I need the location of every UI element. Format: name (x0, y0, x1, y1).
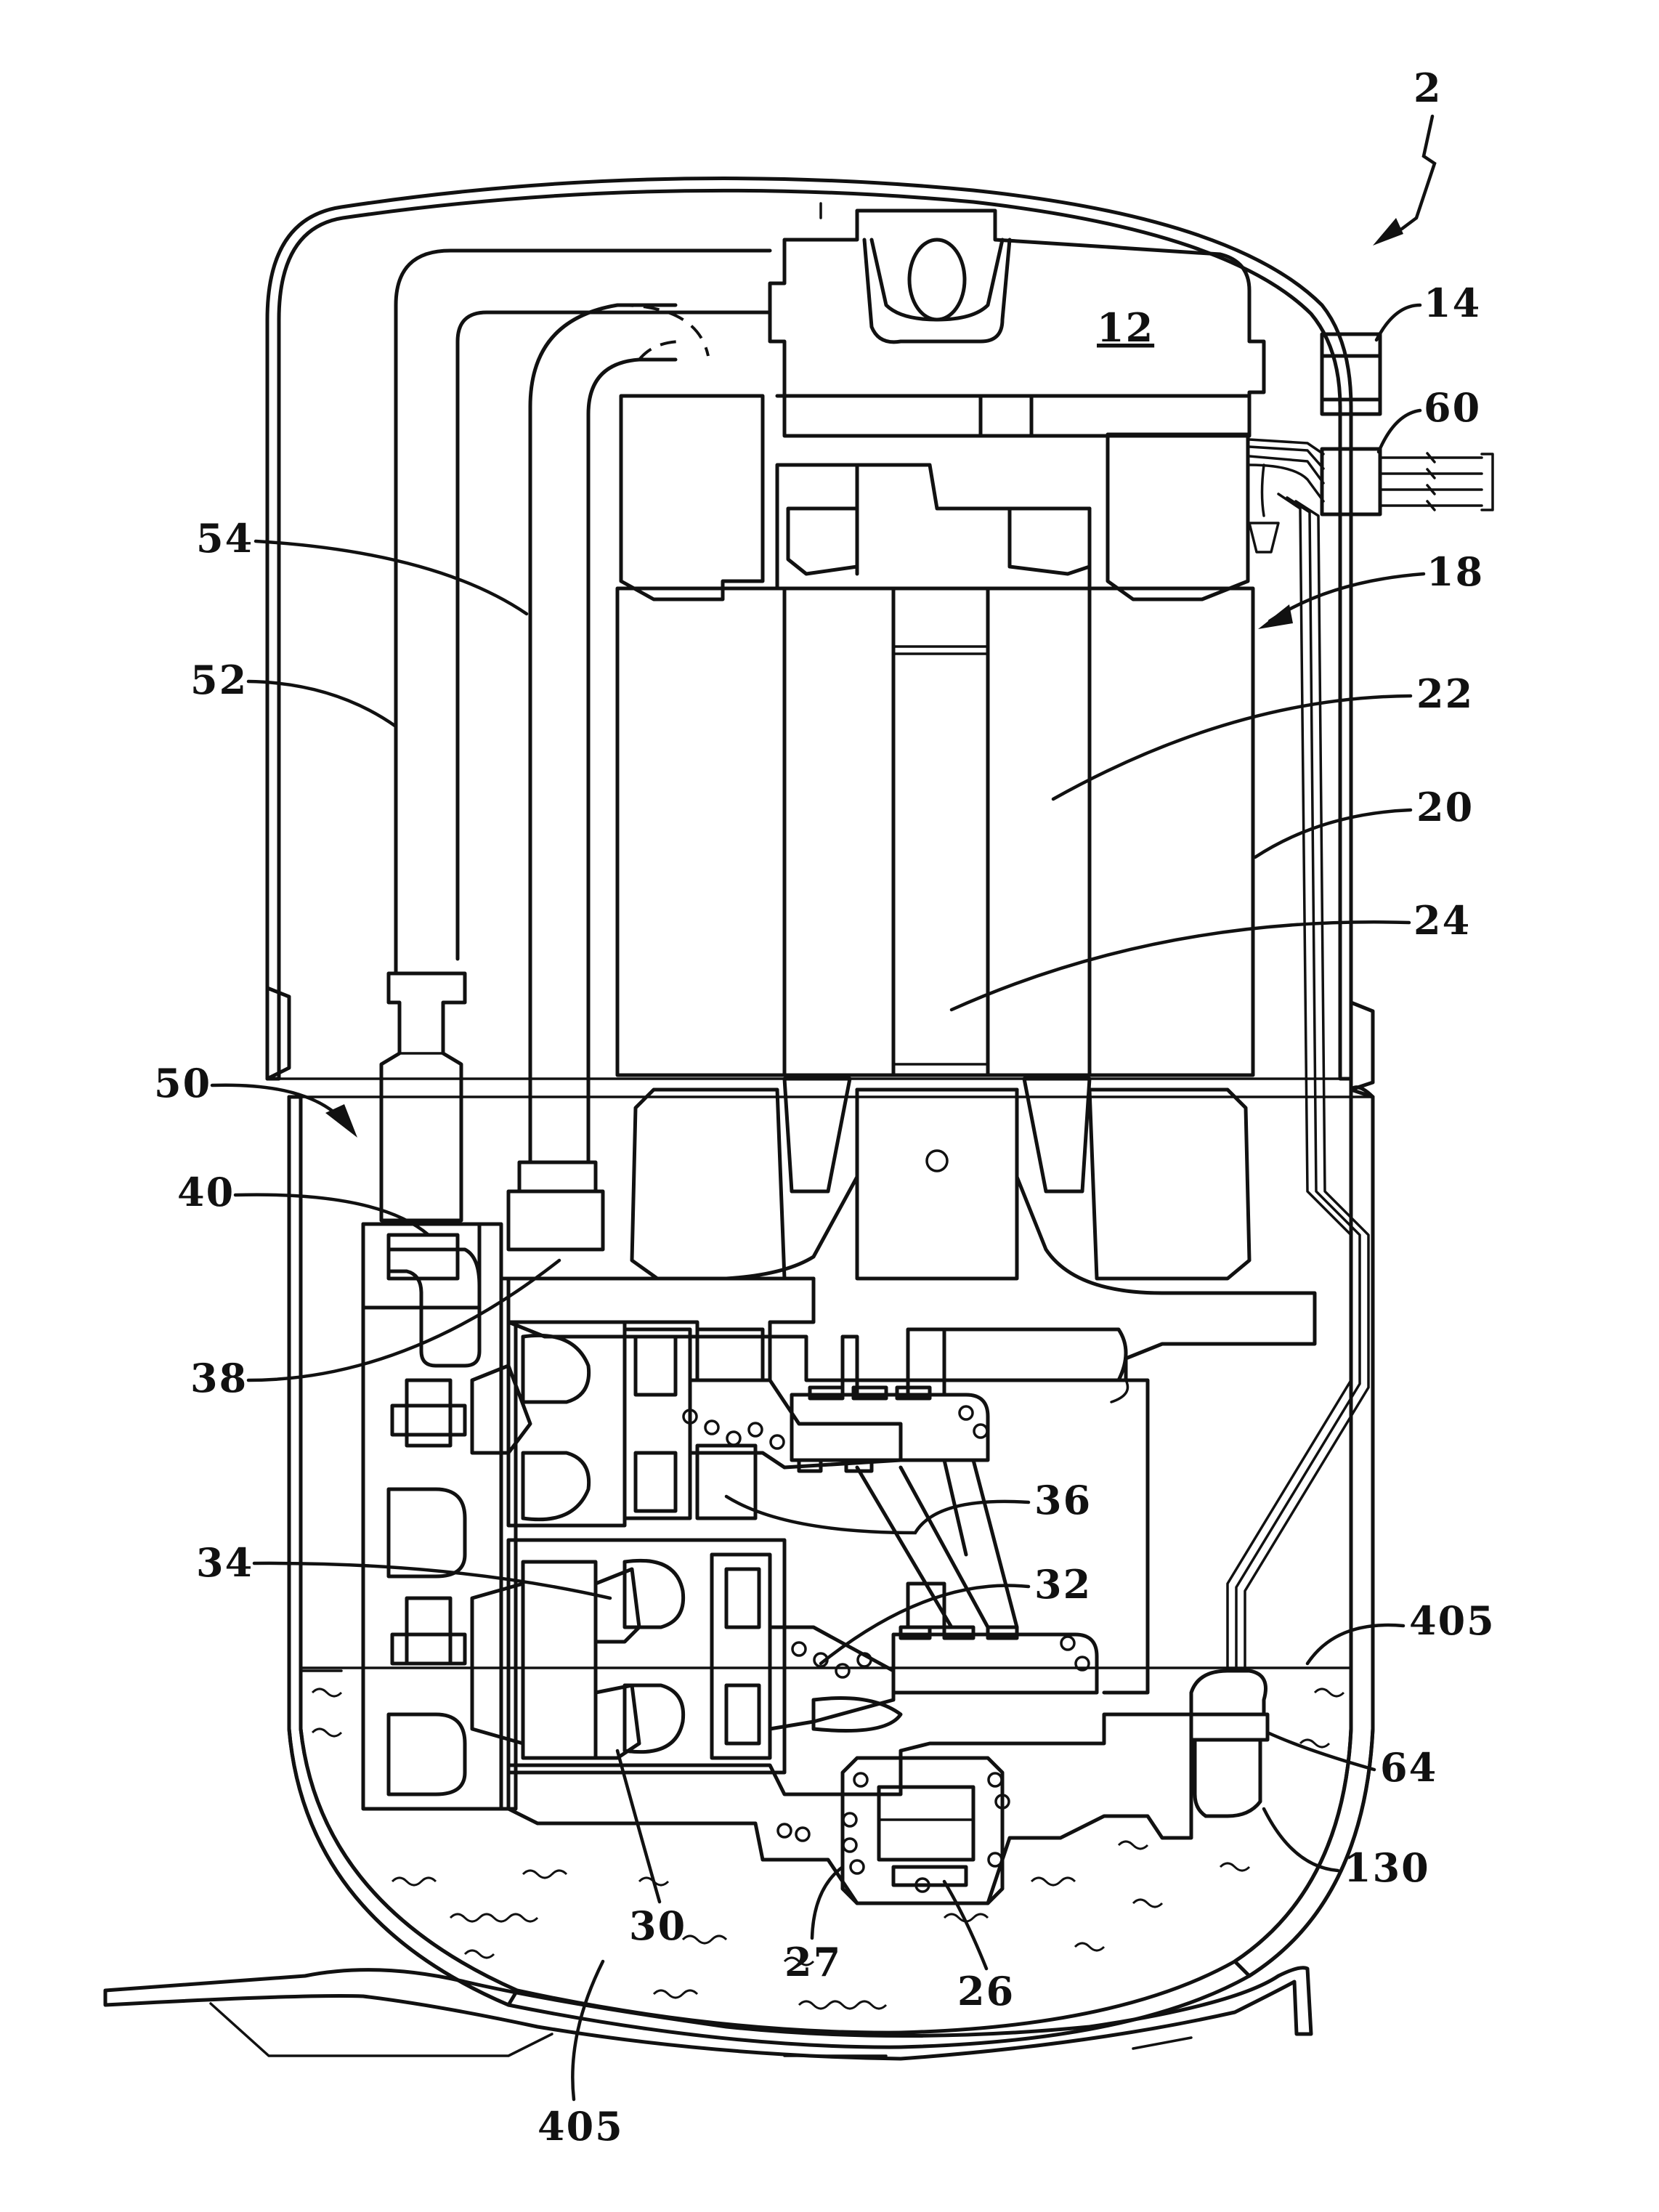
rotor-upper-cap (777, 396, 1249, 588)
sensor-64 (1191, 1671, 1267, 1816)
label-24: 24 (1413, 897, 1471, 944)
label-130: 130 (1344, 1844, 1430, 1891)
label-54: 54 (196, 515, 253, 562)
lower-bearing (508, 1714, 1191, 1903)
label-64: 64 (1380, 1744, 1437, 1791)
base-plate (105, 1968, 1311, 2059)
labels: 2 12 14 60 54 18 52 22 20 24 50 40 38 36… (154, 65, 1496, 2150)
upper-winding-right (1108, 434, 1248, 599)
label-27: 27 (784, 1939, 842, 1985)
label-18: 18 (1427, 548, 1484, 595)
label-32: 32 (1034, 1561, 1092, 1608)
label-30: 30 (629, 1903, 686, 1949)
label-2: 2 (1413, 65, 1443, 111)
label-12: 12 (1097, 304, 1154, 351)
top-cap-discharge-chamber (770, 203, 1264, 436)
label-38: 38 (190, 1355, 248, 1401)
lower-cylinder-block (472, 1540, 784, 1773)
label-34: 34 (196, 1539, 253, 1586)
label-20: 20 (1416, 784, 1474, 830)
label-14: 14 (1424, 280, 1481, 326)
shaft (893, 588, 988, 1075)
lower-winding-left (632, 1090, 784, 1279)
label-60: 60 (1424, 384, 1481, 431)
left-housing (363, 1224, 501, 1809)
label-26: 26 (957, 1968, 1015, 2014)
label-40: 40 (177, 1169, 235, 1215)
upper-winding-left (621, 396, 763, 599)
rotor (784, 588, 1090, 1075)
wire-harness (1228, 439, 1368, 1671)
label-22: 22 (1416, 671, 1474, 717)
connector-60 (1322, 449, 1493, 514)
label-50: 50 (154, 1060, 211, 1106)
suction-tube-54 (508, 305, 708, 1249)
label-36: 36 (1034, 1477, 1092, 1523)
stator (617, 588, 1253, 1075)
lower-winding-right (1090, 1090, 1249, 1279)
label-52: 52 (190, 657, 248, 703)
shell (267, 179, 1373, 2048)
label-405-bottom: 405 (538, 2103, 624, 2150)
label-405-right: 405 (1409, 1597, 1496, 1644)
main-frame (508, 1090, 1315, 1402)
upper-crank (684, 1279, 988, 1471)
suction-tube-52 (396, 251, 770, 973)
fitting-50 (363, 973, 479, 1308)
